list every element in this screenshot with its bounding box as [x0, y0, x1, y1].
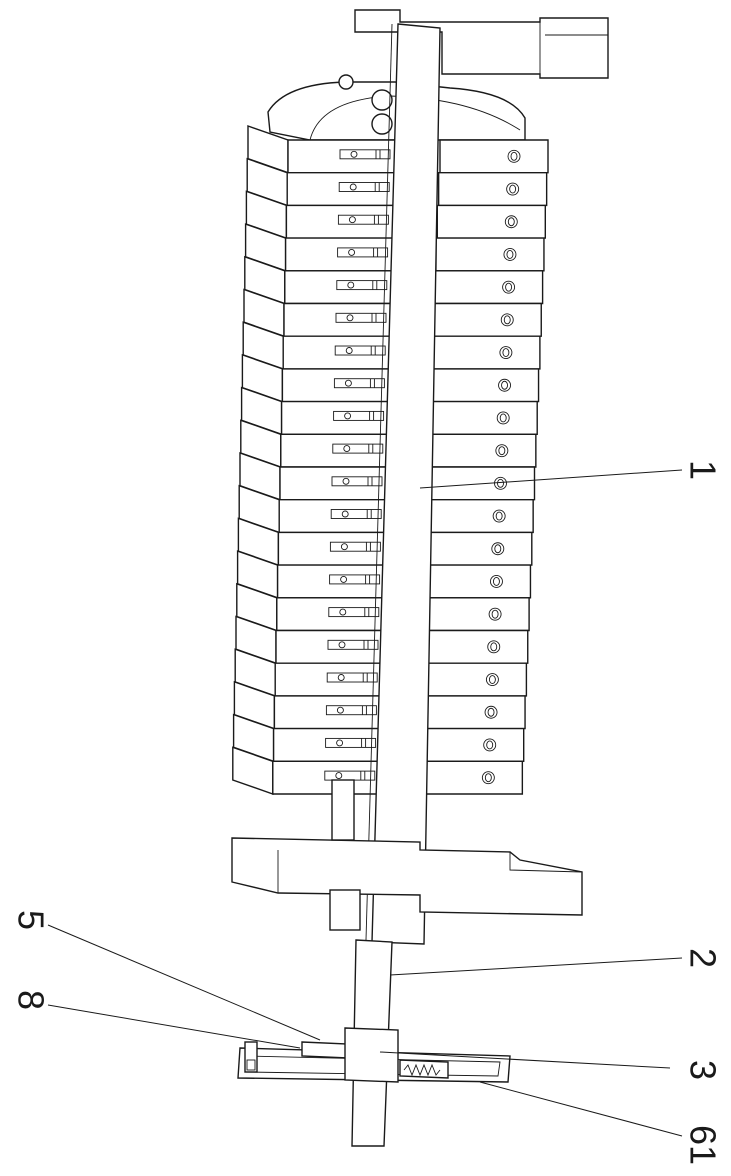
right-plate	[418, 663, 526, 696]
right-plate	[440, 140, 548, 173]
right-plate	[421, 598, 529, 631]
cylinder-base	[238, 1028, 510, 1082]
right-plate	[420, 631, 528, 664]
right-plate	[414, 761, 522, 794]
leader-2	[390, 958, 682, 975]
right-plate	[431, 369, 539, 402]
callout-3: 3	[682, 1060, 723, 1080]
right-plate	[432, 336, 540, 369]
leader-8	[48, 1005, 300, 1048]
right-plate	[439, 173, 547, 206]
right-plate	[428, 434, 536, 467]
callout-1: 1	[682, 460, 723, 480]
right-plate	[417, 696, 525, 729]
right-plate	[422, 565, 530, 598]
right-plate	[429, 402, 537, 435]
callout-61: 61	[682, 1125, 723, 1165]
callout-2: 2	[682, 948, 723, 968]
roller-small	[339, 75, 353, 89]
callout-5: 5	[10, 910, 51, 930]
leader-61	[480, 1082, 682, 1136]
right-plate	[436, 238, 544, 271]
right-plate	[416, 729, 524, 762]
right-plate	[425, 500, 533, 533]
roller-upper	[372, 90, 392, 110]
right-plate	[424, 532, 532, 565]
right-plate	[433, 304, 541, 337]
callout-8: 8	[10, 990, 51, 1010]
top-frame-bracket	[355, 10, 608, 78]
leader-5	[48, 925, 320, 1040]
right-plate	[437, 205, 545, 238]
right-plate	[435, 271, 543, 304]
